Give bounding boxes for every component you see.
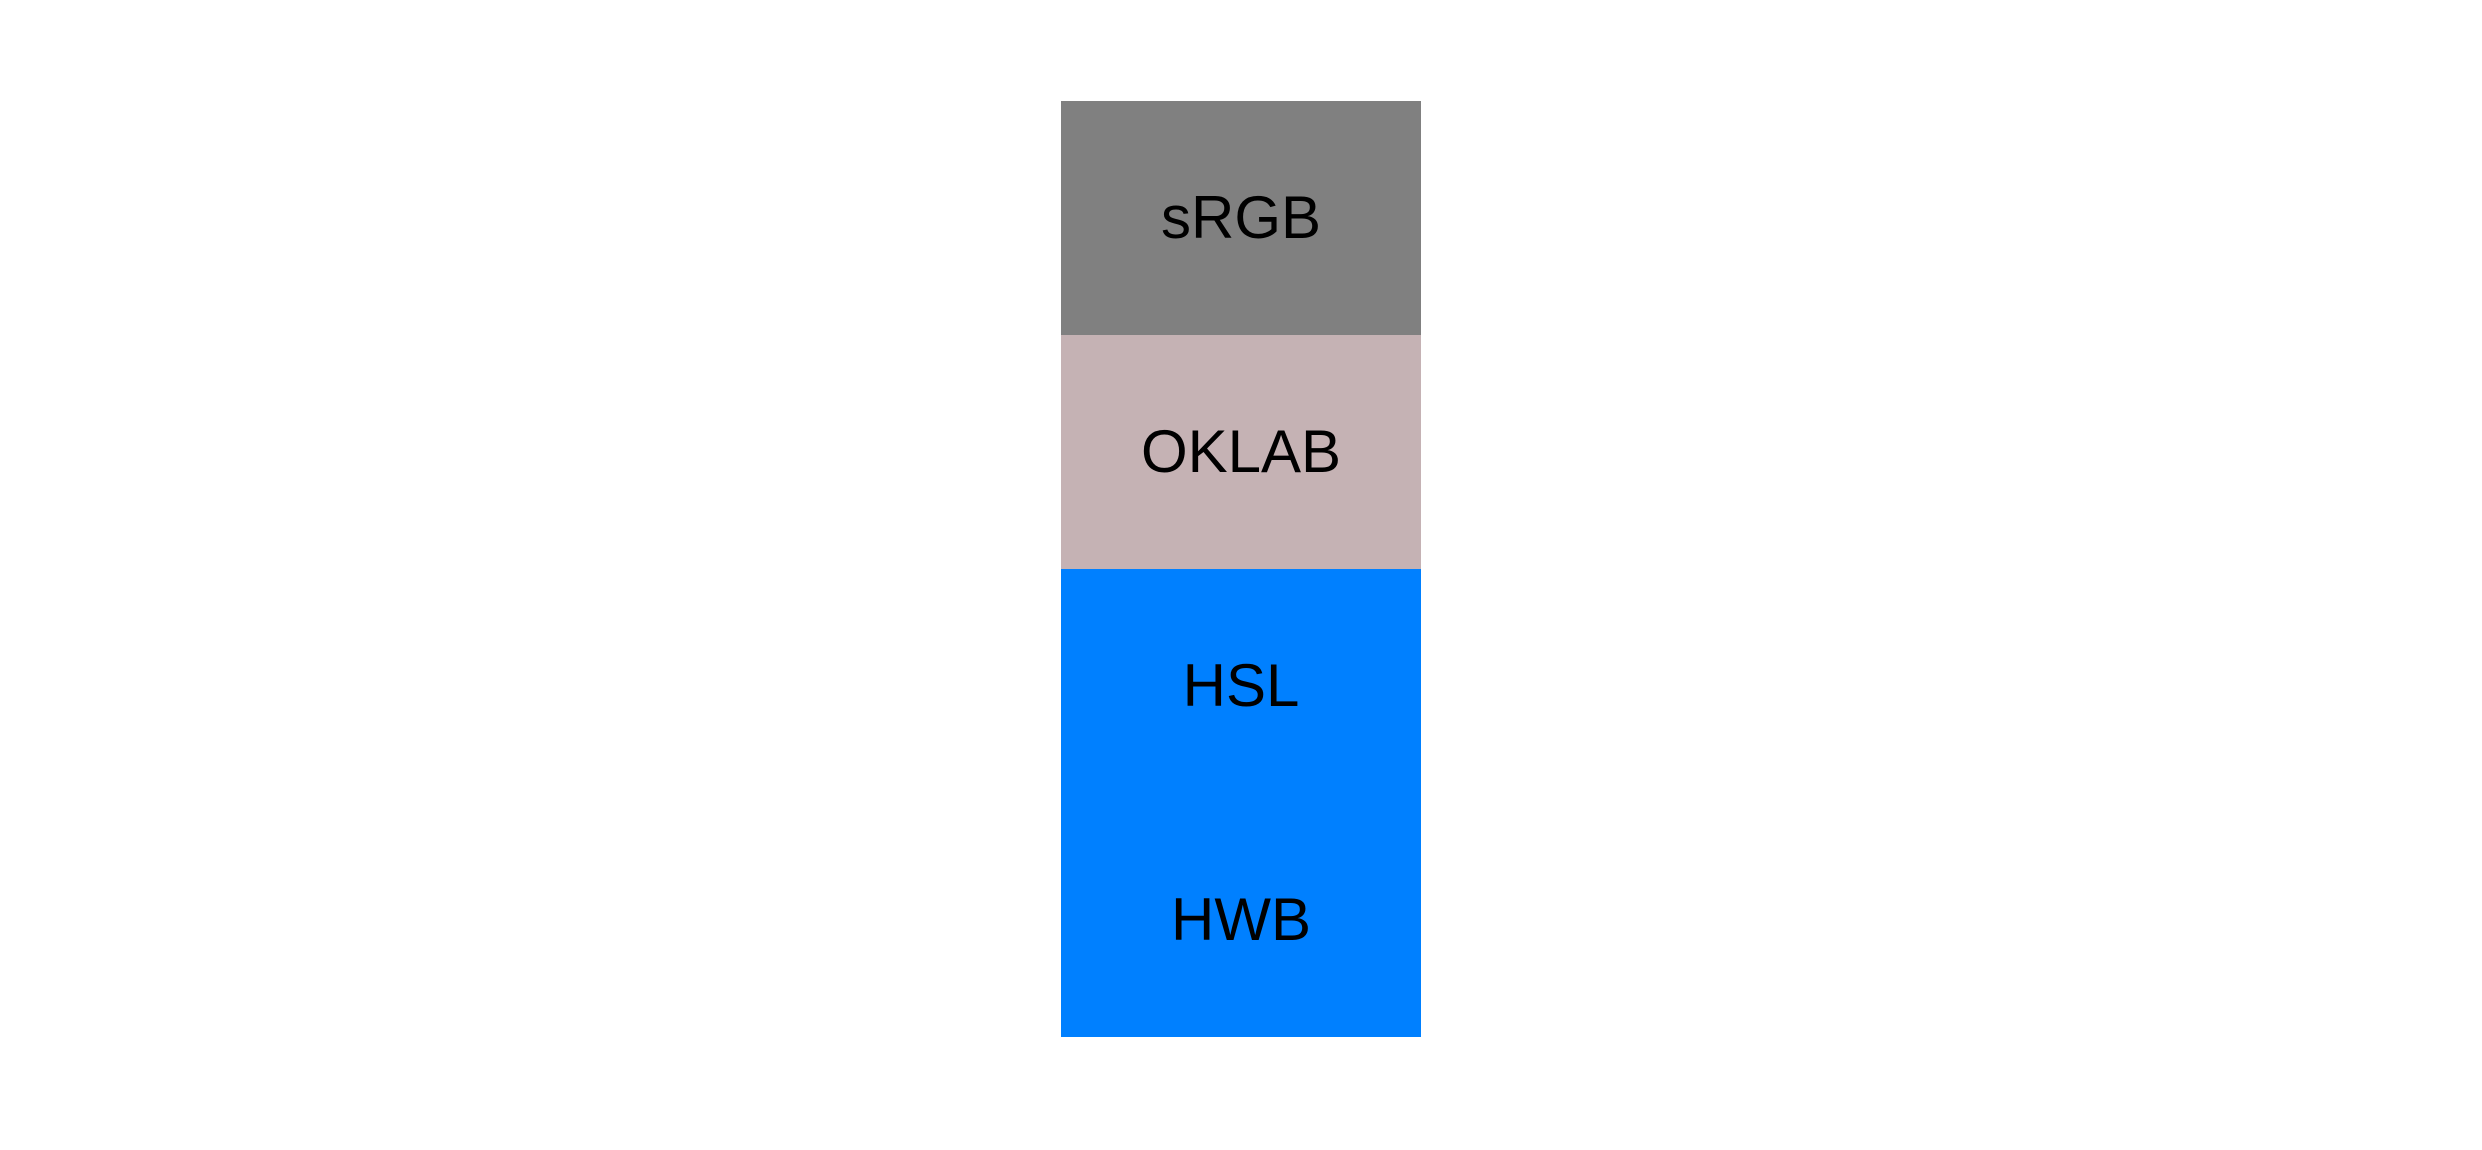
swatch-oklab: OKLAB: [1061, 335, 1421, 569]
swatch-label-hwb: HWB: [1171, 886, 1311, 953]
swatch-label-srgb: sRGB: [1160, 184, 1322, 251]
swatch-hsl: HSL: [1061, 569, 1421, 803]
swatch-srgb: sRGB: [1061, 101, 1421, 335]
swatch-label-hsl: HSL: [1182, 652, 1300, 719]
swatch-hwb: HWB: [1061, 803, 1421, 1037]
color-space-swatch-stack: sRGB OKLAB HSL HWB: [1061, 101, 1421, 1037]
swatch-label-oklab: OKLAB: [1140, 418, 1342, 485]
